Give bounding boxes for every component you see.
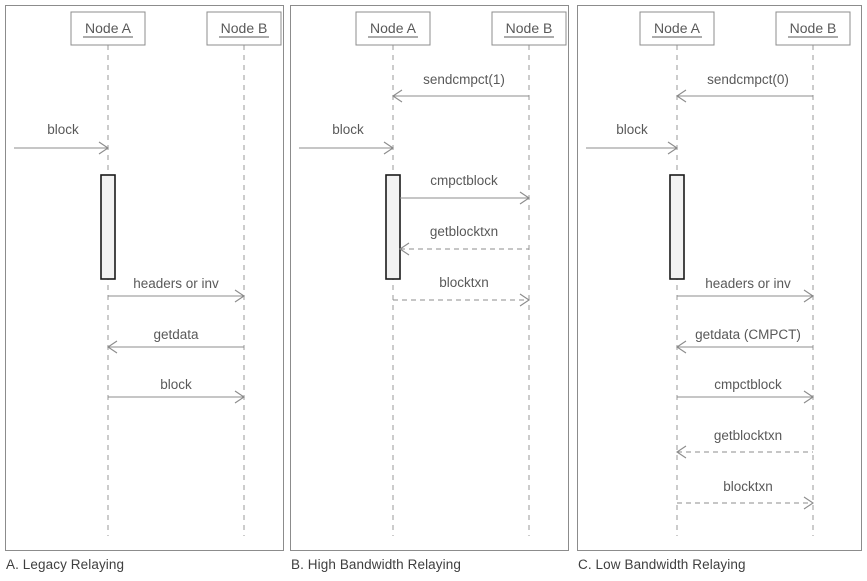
participant-box-node-b[interactable] xyxy=(775,11,851,46)
message-label-0: sendcmpct(1) xyxy=(423,72,505,87)
message-label-1: headers or inv xyxy=(705,276,791,291)
arrow-head-2 xyxy=(399,242,410,256)
arrow-head-1 xyxy=(519,191,530,205)
participant-label-node-b: Node B xyxy=(221,20,268,36)
panel-a-canvas: Node A Node B block headers or inv getda… xyxy=(14,11,282,536)
arrow-head-block-in xyxy=(383,141,394,155)
panel-b-canvas: Node A Node B sendcmpct(1) block cmpctbl… xyxy=(299,11,567,536)
participant-box-node-a[interactable] xyxy=(70,11,146,46)
panel-caption-b: B. High Bandwidth Relaying xyxy=(291,557,461,572)
arrow-head-0 xyxy=(676,89,687,103)
message-label-3: blocktxn xyxy=(439,275,489,290)
message-label-1: getdata xyxy=(153,327,199,342)
panel-high-bandwidth-relaying: Node A Node B sendcmpct(1) block cmpctbl… xyxy=(290,5,569,551)
panel-legacy-relaying: Node A Node B block headers or inv getda… xyxy=(5,5,284,551)
message-label-1: cmpctblock xyxy=(430,173,498,188)
message-label-2: getblocktxn xyxy=(430,224,498,239)
arrow-head-1 xyxy=(803,289,814,303)
message-label-0: headers or inv xyxy=(133,276,219,291)
participant-box-node-a[interactable] xyxy=(355,11,431,46)
message-label-3: cmpctblock xyxy=(714,377,782,392)
arrow-head-4 xyxy=(676,445,687,459)
arrow-head-5 xyxy=(803,496,814,510)
arrow-head-3 xyxy=(803,390,814,404)
participant-label-node-b: Node B xyxy=(790,20,837,36)
participant-box-node-b[interactable] xyxy=(206,11,282,46)
arrow-head-1 xyxy=(107,340,118,354)
panel-c-canvas: Node A Node B sendcmpct(0) block headers… xyxy=(586,11,851,536)
arrow-head-0 xyxy=(392,89,403,103)
message-label-block-in: block xyxy=(47,122,79,137)
participant-label-node-a: Node A xyxy=(370,20,417,36)
message-label-block-in: block xyxy=(332,122,364,137)
activation-bar-node-a xyxy=(385,174,401,280)
message-label-2: block xyxy=(160,377,192,392)
message-label-2: getdata (CMPCT) xyxy=(695,327,801,342)
arrow-head-0 xyxy=(234,289,245,303)
panel-caption-a: A. Legacy Relaying xyxy=(6,557,125,572)
participant-label-node-a: Node A xyxy=(85,20,132,36)
arrow-head-block-in xyxy=(98,141,109,155)
arrow-head-block-in xyxy=(667,141,678,155)
participant-box-node-a[interactable] xyxy=(639,11,715,46)
arrow-head-2 xyxy=(676,340,687,354)
participant-box-node-b[interactable] xyxy=(491,11,567,46)
message-label-block-in: block xyxy=(616,122,648,137)
activation-bar-node-a xyxy=(100,174,116,280)
panel-low-bandwidth-relaying: Node A Node B sendcmpct(0) block headers… xyxy=(577,5,862,551)
message-label-0: sendcmpct(0) xyxy=(707,72,789,87)
participant-label-node-b: Node B xyxy=(506,20,553,36)
participant-label-node-a: Node A xyxy=(654,20,701,36)
panel-caption-c: C. Low Bandwidth Relaying xyxy=(578,557,746,572)
message-label-5: blocktxn xyxy=(723,479,773,494)
arrow-head-2 xyxy=(234,390,245,404)
arrow-head-3 xyxy=(519,293,530,307)
message-label-4: getblocktxn xyxy=(714,428,782,443)
activation-bar-node-a xyxy=(669,174,685,280)
